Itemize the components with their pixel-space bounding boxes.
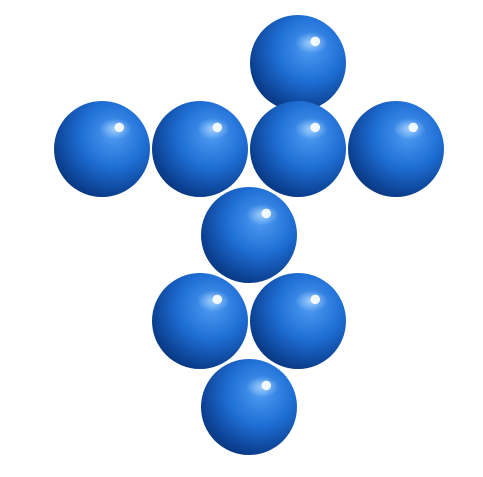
ball-lower-right-sphere (250, 273, 346, 369)
ball-lower-left-specular (212, 294, 223, 305)
ball-arm-left-inner-sphere (152, 101, 248, 197)
ball-center-sphere (201, 187, 297, 283)
ball-lower-right (250, 273, 346, 369)
ball-arm-right-inner (250, 101, 346, 197)
ball-arm-right-inner-specular (310, 122, 321, 133)
ball-top-sphere (250, 15, 346, 111)
ball-arm-left-outer (54, 101, 150, 197)
ball-bottom-specular (261, 380, 272, 391)
ball-arm-left-outer-sphere (54, 101, 150, 197)
ball-bottom (201, 359, 297, 455)
ball-lower-right-specular (310, 294, 321, 305)
ball-top-specular (310, 36, 321, 47)
ball-top (250, 15, 346, 111)
ball-arm-right-outer-sphere (348, 101, 444, 197)
ball-lower-left (152, 273, 248, 369)
ball-arm-left-outer-specular (114, 122, 125, 133)
ball-arm-right-outer-specular (408, 122, 419, 133)
ball-arm-right-outer (348, 101, 444, 197)
ball-center (201, 187, 297, 283)
ball-arm-right-inner-sphere (250, 101, 346, 197)
ball-bottom-sphere (201, 359, 297, 455)
ball-lower-left-sphere (152, 273, 248, 369)
ball-arm-left-inner-specular (212, 122, 223, 133)
balls-layer (54, 15, 444, 455)
ball-center-specular (261, 208, 272, 219)
ball-arm-left-inner (152, 101, 248, 197)
